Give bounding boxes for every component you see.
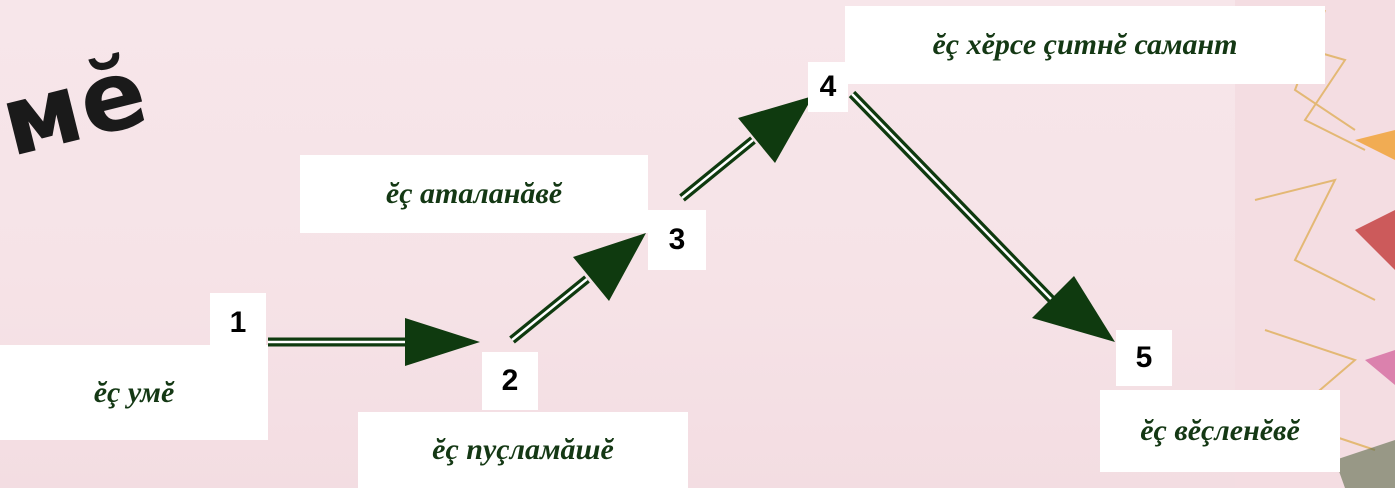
arrow-2-to-3 [509,233,646,344]
arrow-3-to-4 [679,96,813,202]
step-number-4: 4 [808,62,848,112]
step-label-3: ĕç аталанăвĕ [300,155,648,233]
arrow-1-to-2 [268,318,480,366]
step-label-4: ĕç хĕрсе çитнĕ самант [845,6,1325,84]
step-number-2: 2 [482,352,538,410]
arrow-4-to-5 [848,90,1115,342]
step-label-2: ĕç пуçламăшĕ [358,412,688,488]
step-label-1: ĕç умĕ [0,345,268,440]
step-label-5: ĕç вĕçленĕвĕ [1100,390,1340,472]
step-number-1: 1 [210,293,266,353]
step-number-5: 5 [1116,330,1172,386]
step-number-3: 3 [648,210,706,270]
